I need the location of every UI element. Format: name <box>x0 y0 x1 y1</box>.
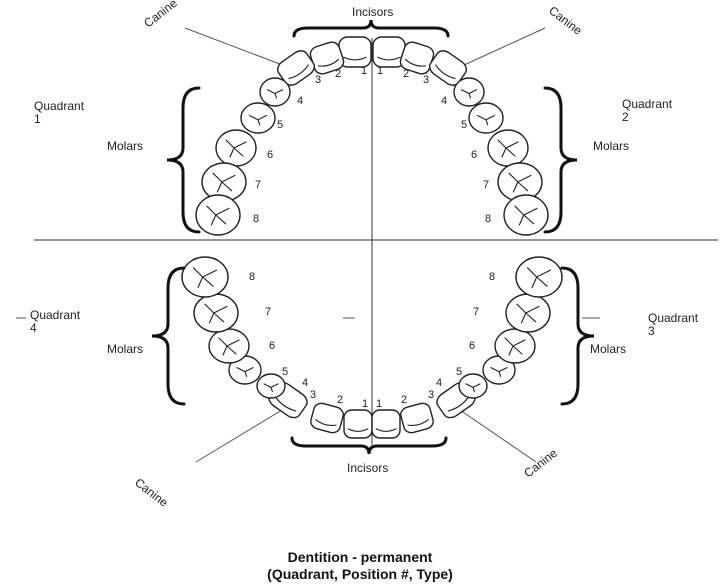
tooth-q1-5 <box>241 103 275 133</box>
canine-ll-label: Canine <box>132 475 171 510</box>
canine-lr-label: Canine <box>521 446 560 481</box>
tooth-q3-4 <box>459 374 487 398</box>
tooth-number-q2-2: 2 <box>403 68 409 80</box>
tooth-q3-7 <box>506 294 550 332</box>
tooth-number-q3-6: 6 <box>469 340 475 352</box>
leader-canine-lr <box>460 410 536 462</box>
tooth-number-q2-7: 7 <box>483 179 489 191</box>
tooth-q2-5 <box>469 103 503 133</box>
tooth-q4-1 <box>344 410 372 438</box>
tooth-q2-4 <box>454 78 484 106</box>
tooth-q1-8 <box>196 195 240 235</box>
brace-quadrant4-molars <box>152 268 184 404</box>
brace-quadrant3-molars <box>562 268 594 404</box>
tooth-number-q1-3: 3 <box>315 74 321 86</box>
tooth-number-q1-7: 7 <box>255 179 261 191</box>
tooth-number-q3-2: 2 <box>401 394 407 406</box>
tooth-number-q3-3: 3 <box>428 389 434 401</box>
brace-quadrant1-molars <box>167 88 199 232</box>
brace-quadrant2-molars <box>545 88 577 232</box>
tooth-q3-8 <box>516 257 562 297</box>
tooth-q3-2 <box>399 402 435 435</box>
brace-incisors-top <box>294 20 448 36</box>
brace-incisors-bottom <box>292 438 446 454</box>
tooth-number-q2-8: 8 <box>485 213 491 225</box>
tooth-number-q3-7: 7 <box>473 306 479 318</box>
tooth-number-q1-8: 8 <box>253 213 259 225</box>
caption-subtitle: (Quadrant, Position #, Type) <box>0 566 720 582</box>
tooth-q4-2 <box>309 402 345 435</box>
tooth-number-q3-1: 1 <box>376 398 382 410</box>
tooth-q1-4 <box>260 78 290 106</box>
quadrant3-label: Quadrant 3 <box>648 311 701 338</box>
incisors-bottom-label: Incisors <box>347 461 388 475</box>
tooth-number-q2-1: 1 <box>377 65 383 77</box>
leader-canine-ur <box>462 28 545 66</box>
tooth-number-q4-2: 2 <box>337 394 343 406</box>
caption-title: Dentition - permanent <box>0 549 720 565</box>
tooth-number-q2-5: 5 <box>461 119 467 131</box>
incisors-top-label: Incisors <box>352 5 393 19</box>
tooth-number-q2-3: 3 <box>423 74 429 86</box>
leader-canine-ll <box>196 410 282 462</box>
tooth-number-q3-5: 5 <box>456 366 462 378</box>
tooth-number-q4-8: 8 <box>249 271 255 283</box>
tooth-q3-6 <box>495 329 535 363</box>
tooth-number-q4-7: 7 <box>265 306 271 318</box>
tooth-q4-7 <box>194 294 238 332</box>
molars-label-lr: Molars <box>590 342 626 356</box>
molars-label-ul: Molars <box>107 139 143 153</box>
tooth-number-q4-3: 3 <box>310 389 316 401</box>
quadrant1-label: Quadrant 1 <box>34 99 87 126</box>
tooth-number-q2-6: 6 <box>471 149 477 161</box>
tooth-number-q4-5: 5 <box>282 366 288 378</box>
tooth-q4-6 <box>209 329 249 363</box>
tooth-number-q4-6: 6 <box>269 340 275 352</box>
tooth-number-q1-1: 1 <box>361 65 367 77</box>
canine-ur-label: Canine <box>546 3 585 38</box>
tooth-number-q3-8: 8 <box>489 271 495 283</box>
tooth-number-q2-4: 4 <box>441 95 447 107</box>
canine-ul-label: Canine <box>141 0 180 30</box>
tooth-q1-6 <box>216 130 256 166</box>
molars-label-ll: Molars <box>107 342 143 356</box>
molars-label-ur: Molars <box>593 139 629 153</box>
braces-group <box>152 20 594 454</box>
tooth-q2-8 <box>504 195 548 235</box>
tooth-number-q1-4: 4 <box>297 95 303 107</box>
tooth-number-q1-5: 5 <box>277 119 283 131</box>
tooth-q3-1 <box>372 410 400 438</box>
tooth-q4-4 <box>257 374 285 398</box>
tooth-number-q3-4: 4 <box>436 377 442 389</box>
quadrant4-label: Quadrant 4 <box>30 308 83 335</box>
tooth-number-q4-1: 1 <box>362 398 368 410</box>
tooth-q4-8 <box>182 257 228 297</box>
tooth-q2-6 <box>488 130 528 166</box>
tooth-number-q1-2: 2 <box>335 68 341 80</box>
quadrant2-label: Quadrant 2 <box>622 97 675 124</box>
tooth-number-q4-4: 4 <box>302 377 308 389</box>
tooth-number-q1-6: 6 <box>267 149 273 161</box>
leader-canine-ul <box>185 28 285 66</box>
